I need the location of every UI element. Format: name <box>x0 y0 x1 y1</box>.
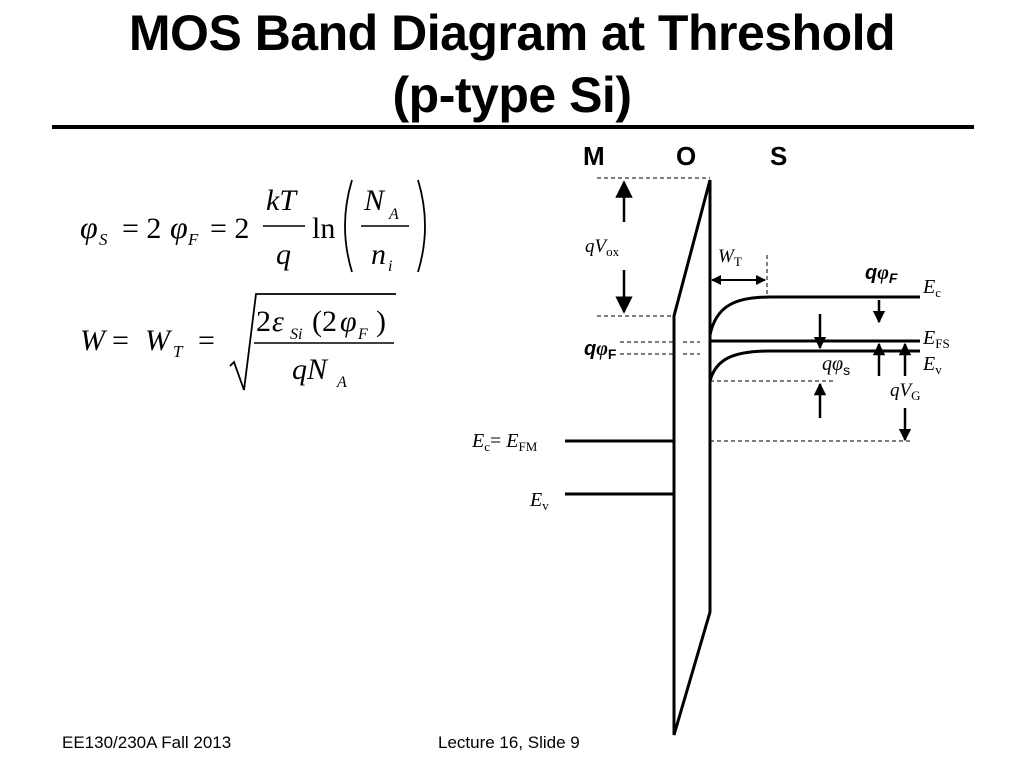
eq2-qn: qN <box>292 353 329 386</box>
eq2-paren-close: ) <box>376 305 386 338</box>
label-efs: EFS <box>922 327 950 351</box>
eq1-phi-f-sub: F <box>187 230 199 249</box>
eq2-na-sub: A <box>336 374 347 391</box>
eq2-equals-b: = <box>198 324 215 357</box>
label-qvox: qVox <box>585 236 620 259</box>
eq1-na: N <box>363 184 386 217</box>
eq2-eps-sub: Si <box>290 326 302 343</box>
slide-title: MOS Band Diagram at Threshold (p-type Si… <box>0 2 1024 126</box>
label-qvg: qVG <box>890 380 921 403</box>
eq2-two: 2 <box>256 305 271 338</box>
footer-slide-number: Lecture 16, Slide 9 <box>438 733 580 752</box>
eq1-paren-right <box>417 179 426 273</box>
valence-band-edge <box>708 349 920 382</box>
title-line-2: (p-type Si) <box>392 67 632 123</box>
eq1-ni-sub: i <box>388 258 392 275</box>
region-label-semiconductor: S <box>770 141 787 171</box>
label-ev-left: Ev <box>529 489 549 513</box>
eq2-sqrt-sign <box>229 293 396 391</box>
label-ec-efm: Ec= EFM <box>471 430 538 454</box>
oxide-band <box>672 179 712 736</box>
region-label-oxide: O <box>676 141 696 171</box>
label-qphif-right: qφF <box>865 262 898 286</box>
eq2-wt: W <box>145 324 173 357</box>
eq2-equals-a: = <box>112 324 129 357</box>
eq1-paren-left <box>344 179 353 273</box>
eq1-ln: ln <box>312 212 335 245</box>
eq2-eps: ε <box>272 305 284 338</box>
label-qphif-left: qφF <box>584 338 617 362</box>
eq1-ni: n <box>371 238 386 271</box>
eq2-wt-sub: T <box>173 342 184 361</box>
eq1-kt: kT <box>266 184 298 217</box>
label-ec-right: Ec <box>922 276 941 300</box>
eq2-w: W <box>80 324 108 357</box>
eq1-phi-s: φ <box>80 209 98 245</box>
eq1-na-sub: A <box>388 206 399 223</box>
title-line-1: MOS Band Diagram at Threshold <box>128 5 896 61</box>
label-ev-right: Ev <box>922 353 942 377</box>
region-label-metal: M <box>583 141 605 171</box>
equation-depletion-width: W = W T = 2 ε Si (2 φ F ) qN A <box>80 293 396 391</box>
eq1-phi-s-sub: S <box>99 230 108 249</box>
title-underline <box>52 125 974 129</box>
eq1-phi-f: φ <box>170 209 188 245</box>
eq2-phi: φ <box>340 305 357 338</box>
eq2-phi-sub: F <box>357 326 368 343</box>
eq1-equals-2a: = 2 <box>122 212 161 245</box>
eq1-equals-2b: = 2 <box>210 212 249 245</box>
dashed-guides <box>597 177 912 442</box>
conduction-band-edge <box>708 295 920 336</box>
eq1-q: q <box>276 238 291 271</box>
label-wt: WT <box>718 246 742 269</box>
eq2-paren-two: (2 <box>312 305 337 338</box>
equation-surface-potential: φ S = 2 φ F = 2 kT q ln N A n i <box>80 179 426 275</box>
footer-course: EE130/230A Fall 2013 <box>62 733 232 752</box>
label-qphis: qφs <box>822 353 850 378</box>
